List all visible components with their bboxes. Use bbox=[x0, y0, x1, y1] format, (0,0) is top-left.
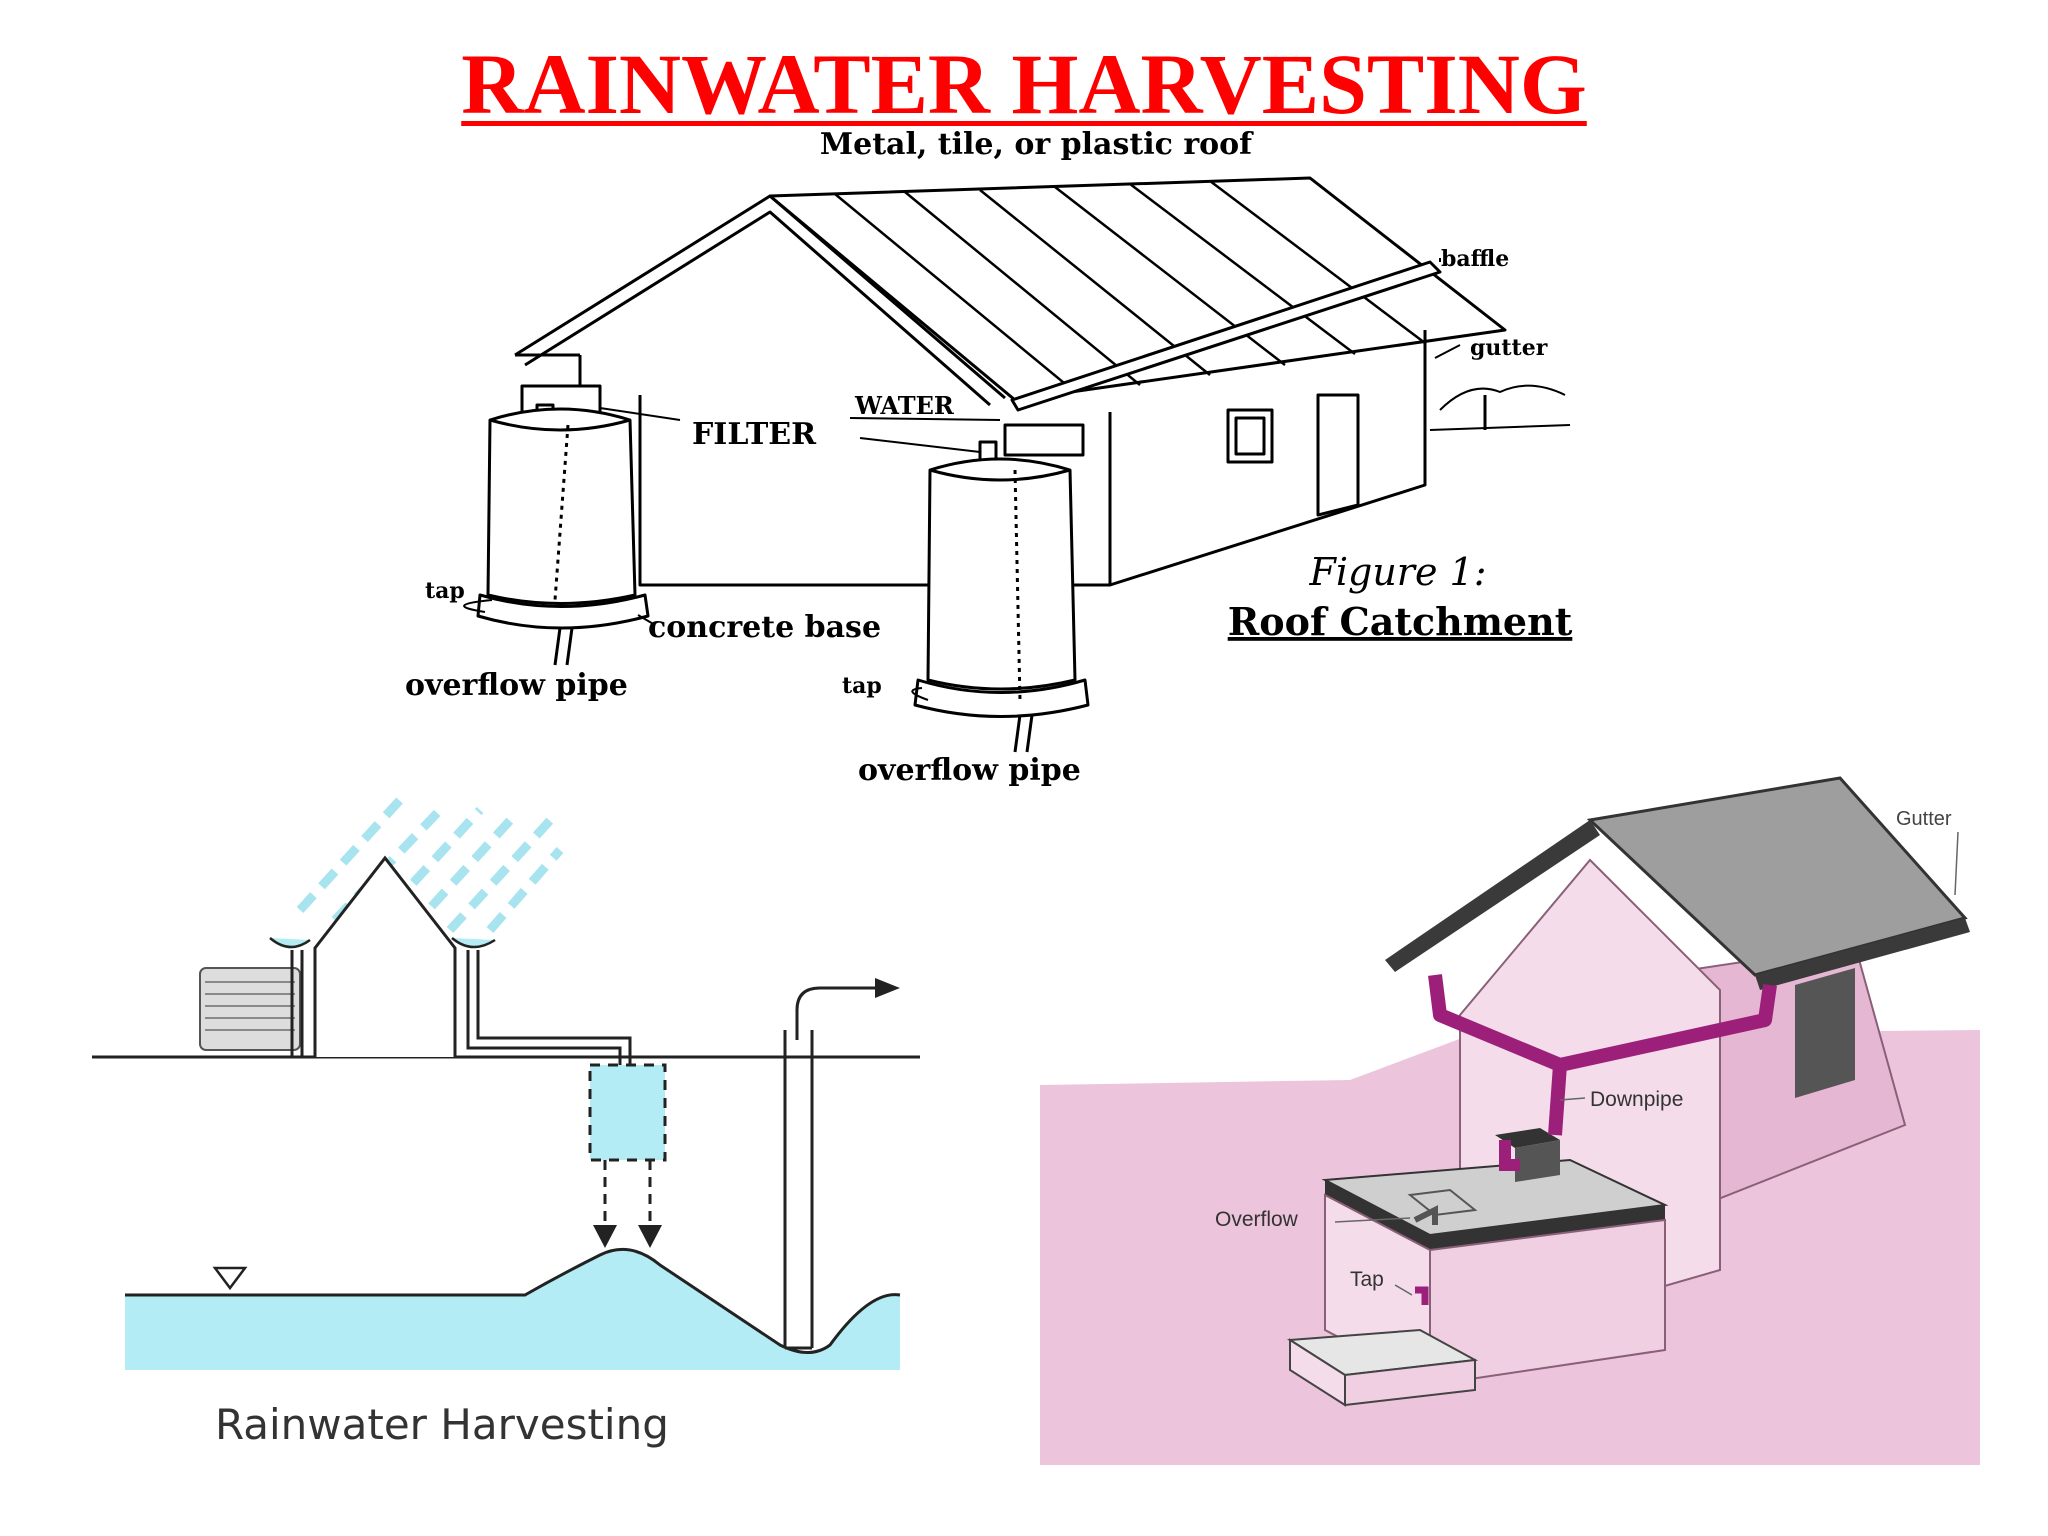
page-title: RAINWATER HARVESTING bbox=[461, 36, 1587, 132]
tap-label: Tap bbox=[1350, 1268, 1384, 1291]
overflow-left-label: overflow pipe bbox=[405, 668, 628, 703]
tap-right-label: tap bbox=[842, 673, 882, 699]
recharge-caption: Rainwater Harvesting bbox=[215, 1400, 669, 1449]
figure-caption-line2: Roof Catchment bbox=[1228, 599, 1573, 644]
concrete-base-label: concrete base bbox=[648, 610, 881, 645]
figure-caption-line1: Figure 1: bbox=[1308, 550, 1486, 594]
storage-tank-icon bbox=[199, 967, 301, 1051]
recharge-pit bbox=[588, 1063, 667, 1162]
roof-catchment-diagram: Metal, tile, or plastic roof baffle gutt… bbox=[405, 127, 1573, 788]
tap-left-label: tap bbox=[425, 578, 465, 604]
recharge-arrows bbox=[603, 1160, 652, 1230]
house-outline bbox=[313, 855, 457, 1057]
groundwater-area bbox=[125, 1249, 900, 1370]
downpipe-label: Downpipe bbox=[1590, 1088, 1684, 1111]
gutter-label-pink: Gutter bbox=[1896, 808, 1952, 830]
roof-label: Metal, tile, or plastic roof bbox=[820, 127, 1254, 162]
overflow-pipe-icon bbox=[1413, 1205, 1438, 1225]
overflow-right-label: overflow pipe bbox=[858, 753, 1081, 788]
window bbox=[1795, 968, 1855, 1098]
water-level-icon bbox=[212, 1266, 248, 1291]
outflow-arrow-icon bbox=[875, 978, 900, 998]
gutter-label: gutter bbox=[1470, 335, 1548, 361]
water-label: WATER bbox=[854, 391, 955, 420]
well-pipe bbox=[783, 986, 880, 1350]
pink-ground bbox=[1040, 1030, 1980, 1465]
tap-icon bbox=[1415, 1286, 1429, 1305]
overflow-label: Overflow bbox=[1215, 1208, 1298, 1231]
baffle-label: baffle bbox=[1441, 246, 1509, 272]
filter-label: FILTER bbox=[692, 417, 817, 452]
drain-trough bbox=[1286, 1328, 1479, 1377]
